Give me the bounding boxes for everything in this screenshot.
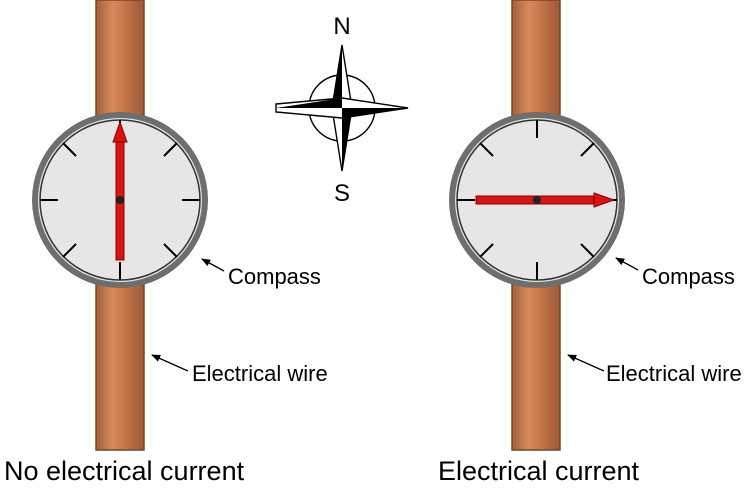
south-label: S	[334, 180, 350, 207]
panel-caption: Electrical current	[438, 456, 640, 486]
panel-no-current: Compass Electrical wire No electrical cu…	[4, 0, 328, 486]
compass-label: Compass	[228, 264, 321, 289]
wire-label: Electrical wire	[606, 361, 742, 386]
wire-label: Electrical wire	[192, 361, 328, 386]
compass-label: Compass	[642, 264, 735, 289]
compass-needle-north	[112, 120, 128, 261]
wire-pointer: Electrical wire	[567, 354, 742, 386]
compass-rose: N S	[275, 13, 409, 207]
panel-electrical-current: Compass Electrical wire Electrical curre…	[438, 0, 742, 486]
compass	[32, 112, 208, 288]
compass-pointer: Compass	[201, 258, 321, 289]
north-label: N	[333, 13, 350, 40]
wire-pointer: Electrical wire	[151, 354, 328, 386]
panel-caption: No electrical current	[4, 456, 245, 486]
compass	[449, 112, 625, 288]
compass-pointer: Compass	[615, 257, 735, 289]
compass-tick-marks	[457, 120, 617, 280]
compass-tick-marks	[40, 120, 200, 280]
compass-needle-east	[475, 192, 616, 208]
